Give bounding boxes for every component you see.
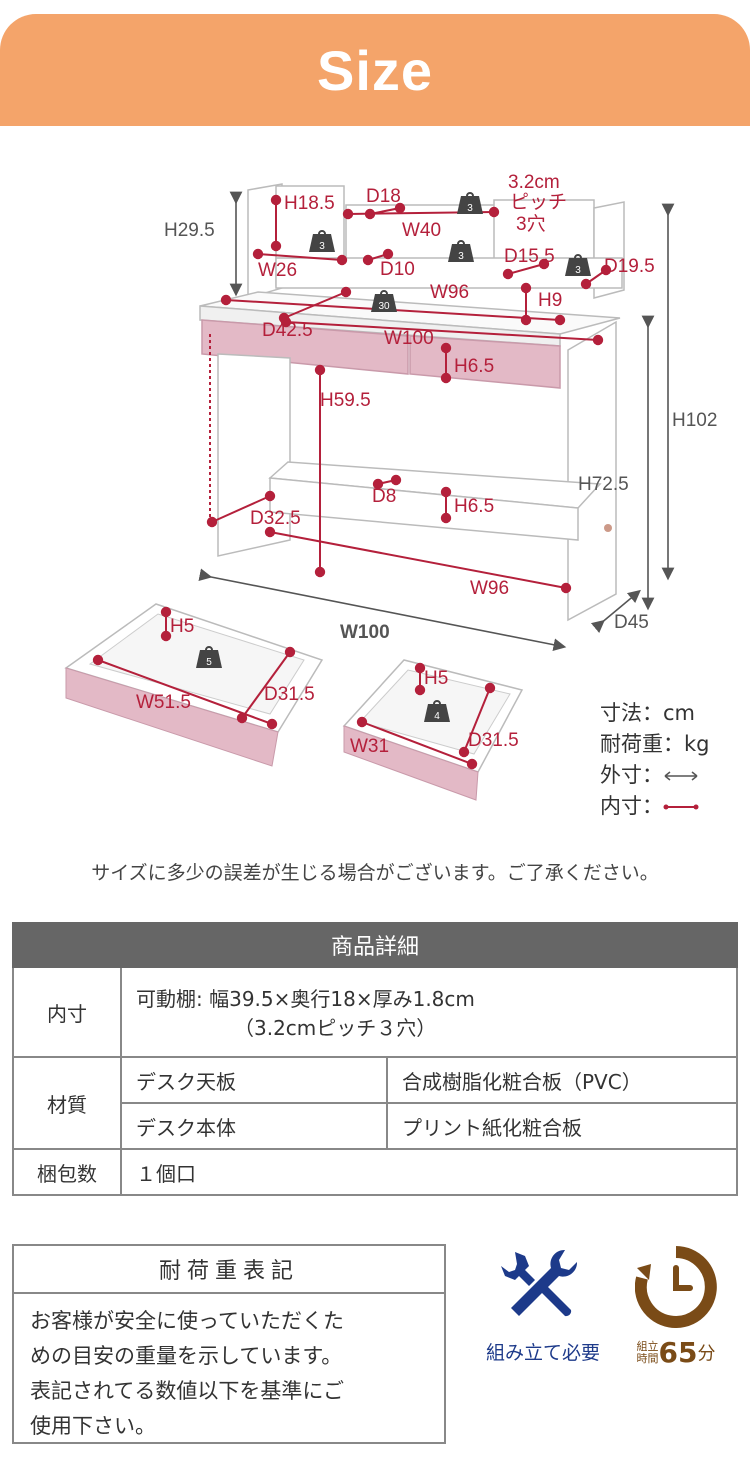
weight-icon: 4 [424,700,450,722]
label-w100-top: W100 [384,328,434,349]
hutch [247,183,625,300]
label-w100-outer: W100 [340,622,390,643]
svg-text:3: 3 [467,203,473,214]
label-d19-5: D19.5 [604,256,655,277]
time-unit: 分 [697,1343,716,1365]
label-h5-left: H5 [170,616,194,637]
weight-icon: 3 [565,254,591,276]
label-pitch-2: ピッチ [510,192,567,213]
load-notice-box: 耐荷重表記 お客様が安全に使っていただくた めの目安の重量を示しています。 表記… [12,1244,446,1444]
label-w31: W31 [350,736,389,757]
load-notice-title: 耐荷重表記 [14,1246,444,1294]
unit-legend: 寸法：cm 耐荷重：kg 外寸： 内寸： [600,698,710,822]
spec-material-part-1: デスク天板 [120,1056,388,1104]
tolerance-note: サイズに多少の誤差が生じる場合がございます。ご了承ください。 [91,862,659,884]
svg-text:3: 3 [575,265,581,276]
spec-material-label: 材質 [12,1056,122,1150]
label-h59-5: H59.5 [320,390,371,411]
label-d31-5-right: D31.5 [468,730,519,751]
label-pitch: 3.2cm [508,172,560,193]
legend-load-unit: 耐荷重：kg [600,732,710,756]
tools-icon [501,1249,578,1317]
weight-icon: 30 [371,290,397,312]
size-banner: Size [0,14,750,126]
svg-text:3: 3 [458,251,464,262]
spec-pack-label: 梱包数 [12,1148,122,1196]
label-h18-5: H18.5 [284,193,335,214]
label-h6-5-a: H6.5 [454,356,494,377]
label-h6-5-b: H6.5 [454,496,494,517]
legend-outer: 外寸： [600,760,710,791]
inner-line-icon [663,804,699,810]
dimension-labels: H29.5 H18.5 D18 3.2cm ピッチ 3穴 W40 W26 D10… [136,172,717,757]
svg-text:4: 4 [434,711,440,722]
outer-arrow-icon [664,771,698,781]
desk-body [217,320,617,622]
spec-inner-value: 可動棚: 幅39.5×奥行18×厚み1.8cm （3.2cmピッチ３穴） [120,966,738,1058]
product-details-table: 商品詳細 内寸 可動棚: 幅39.5×奥行18×厚み1.8cm （3.2cmピッ… [12,922,738,1196]
label-w51-5: W51.5 [136,692,191,713]
label-w96-top: W96 [430,282,469,303]
time-value: 65 [658,1336,698,1369]
label-d18: D18 [366,186,401,207]
assembly-required: 組み立て必要 [482,1246,604,1365]
label-h5-right: H5 [424,668,448,689]
load-notice-body: お客様が安全に使っていただくた めの目安の重量を示しています。 表記されてる数値… [30,1309,344,1438]
svg-text:30: 30 [378,301,390,312]
label-h9: H9 [538,290,562,311]
time-label-bottom: 時間 [636,1351,659,1365]
spec-material-value-1: 合成樹脂化粧合板（PVC） [386,1056,738,1104]
assembly-label: 組み立て必要 [485,1342,600,1364]
drawer-dimension-lines [92,606,496,770]
assembly-time: 組立時間65分 [628,1246,724,1369]
label-h72-5: H72.5 [578,474,629,495]
svg-text:3: 3 [319,241,325,252]
spec-title: 商品詳細 [12,922,738,968]
label-h102: H102 [672,410,717,431]
label-d42-5: D42.5 [262,320,313,341]
weight-icon: 3 [457,192,483,214]
legend-size-unit: 寸法：cm [600,701,696,725]
desk-dimension-diagram: 3 3 3 3 30 5 4 H29.5 H18.5 D18 3.2cm ピッチ… [64,172,717,801]
label-d10: D10 [380,259,415,280]
spec-material-value-2: プリント紙化粧合板 [386,1102,738,1150]
weight-icon: 3 [448,240,474,262]
cable-hole [604,524,612,532]
label-d45: D45 [614,612,649,633]
label-holes: 3穴 [516,213,546,235]
label-w26: W26 [258,260,297,281]
clock-icon [634,1246,717,1328]
label-h29-5: H29.5 [164,220,215,241]
spec-inner-label: 内寸 [12,966,122,1058]
weight-icon: 3 [309,230,335,252]
legend-inner: 内寸： [600,791,710,822]
svg-text:5: 5 [206,657,212,668]
outer-dimension-lines [198,191,675,652]
spec-material-part-2: デスク本体 [120,1102,388,1150]
label-d15-5: D15.5 [504,246,555,267]
label-d32-5: D32.5 [250,508,301,529]
weight-icons: 3 3 3 3 30 5 4 [196,192,591,722]
weight-icon: 5 [196,646,222,668]
spec-pack-value: １個口 [120,1148,738,1196]
label-w96-bottom: W96 [470,578,509,599]
page-title: Size [316,38,434,102]
label-w40: W40 [402,220,441,241]
label-d8: D8 [372,486,396,507]
label-d31-5-left: D31.5 [264,684,315,705]
time-label-top: 組立 [636,1339,659,1353]
